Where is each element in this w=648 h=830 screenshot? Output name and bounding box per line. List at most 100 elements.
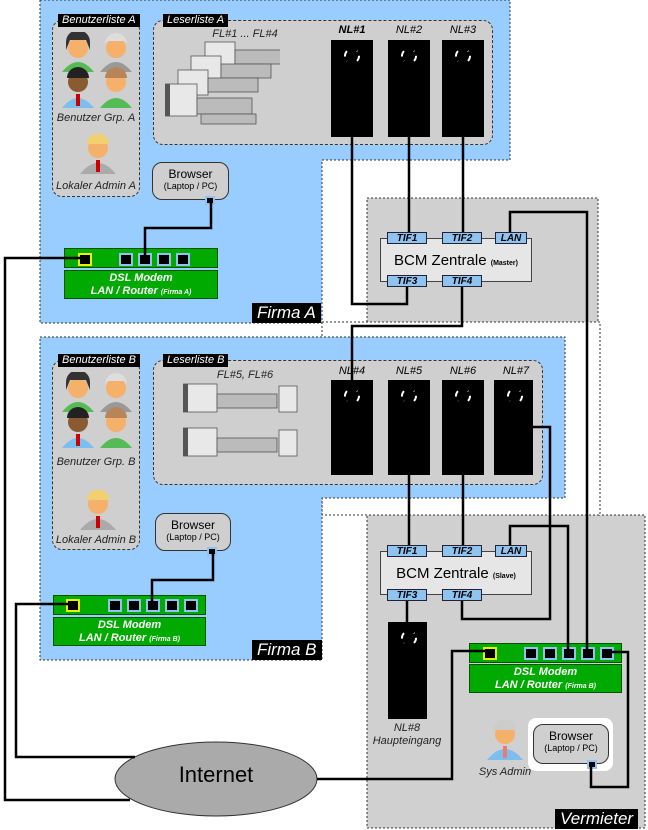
- user-group-a-icon: [62, 32, 132, 108]
- browser-v[interactable]: Browser (Laptop / PC): [533, 724, 609, 764]
- browser-a-port: [205, 196, 215, 205]
- reader-nl6-device: [442, 380, 484, 475]
- modem-b-lan-port: [127, 599, 141, 612]
- reader-symbol-icon: [455, 388, 471, 404]
- reader-nl1-device: [331, 40, 373, 137]
- zone-label-firma-a: Firma A: [252, 303, 321, 323]
- modem-b-wan-port: [66, 599, 80, 612]
- modem-a-lan-port: [119, 253, 133, 266]
- reader-symbol-icon: [401, 48, 417, 64]
- user-group-b-label: Benutzer Grp. B: [56, 456, 136, 468]
- modem-v-lan-port: [524, 647, 538, 660]
- bcm-master-tif2: TIF2: [442, 232, 482, 244]
- modem-b-line1: DSL Modem: [97, 619, 162, 631]
- zone-label-vermieter: Vermieter: [555, 809, 639, 829]
- bcm-slave-title: BCM Zentrale: [396, 565, 489, 582]
- bcm-master-lan: LAN: [495, 232, 527, 244]
- reader-nl7-label: NL#7: [502, 365, 530, 377]
- bcm-master-tif3: TIF3: [387, 275, 427, 287]
- reader-list-b-tag: Leserliste B: [163, 354, 229, 367]
- modem-a-lan-port: [138, 253, 152, 266]
- modem-v-lan-port: [562, 647, 576, 660]
- modem-b-lan-port: [165, 599, 179, 612]
- reader-symbol-icon: [344, 388, 360, 404]
- modem-b: DSL Modem LAN / Router (Firma B): [53, 617, 206, 646]
- browser-a-sub: (Laptop / PC): [163, 181, 218, 191]
- reader-nl4-device: [331, 380, 373, 475]
- modem-v-lan-port: [543, 647, 557, 660]
- reader-symbol-icon: [401, 388, 417, 404]
- bcm-slave-tif2: TIF2: [442, 545, 482, 557]
- reader-symbol-icon: [507, 388, 523, 404]
- zone-label-firma-b: Firma B: [252, 640, 322, 660]
- bcm-slave-tif4: TIF4: [442, 589, 482, 601]
- modem-v-line2: LAN / Router: [494, 679, 563, 691]
- bcm-master-tif1: TIF1: [387, 232, 427, 244]
- reader-nl4-label: NL#4: [338, 365, 366, 377]
- bcm-slave-role: (Slave): [492, 573, 516, 580]
- browser-v-port: [587, 760, 597, 769]
- reader-nl2-label: NL#2: [395, 24, 423, 36]
- user-group-b-icon: [62, 372, 132, 448]
- modem-b-lan-port: [146, 599, 160, 612]
- browser-b-sub: (Laptop / PC): [166, 532, 220, 542]
- bcm-master-title: BCM Zentrale: [394, 252, 487, 269]
- bcm-master-tif4: TIF4: [442, 275, 482, 287]
- modem-a-wan-port: [78, 253, 92, 266]
- reader-symbol-icon: [455, 48, 471, 64]
- reader-nl5-device: [388, 380, 430, 475]
- reader-list-a-tag: Leserliste A: [163, 14, 229, 27]
- bcm-slave-tif1: TIF1: [387, 545, 427, 557]
- local-admin-a-label: Lokaler Admin A: [56, 180, 136, 192]
- reader-nl8-name: Haupteingang: [372, 735, 442, 747]
- browser-b-title: Browser: [170, 518, 215, 532]
- browser-b-port: [207, 547, 217, 556]
- reader-symbol-icon: [401, 630, 417, 646]
- modem-v-line1: DSL Modem: [513, 666, 578, 678]
- bcm-slave-lan: LAN: [495, 545, 527, 557]
- local-admin-a-icon: [80, 134, 116, 174]
- modem-v-wan-port: [483, 647, 497, 660]
- reader-nl6-label: NL#6: [449, 365, 477, 377]
- reader-nl7-device: [494, 380, 533, 475]
- modem-b-sub: (Firma B): [149, 636, 181, 643]
- modem-a-line1: DSL Modem: [109, 272, 173, 284]
- bcm-slave-tif3: TIF3: [387, 589, 427, 601]
- modem-v-sub: (Firma B): [565, 683, 597, 690]
- modem-v: DSL Modem LAN / Router (Firma B): [469, 664, 622, 693]
- reader-nl3-label: NL#3: [449, 24, 477, 36]
- browser-a-title: Browser: [168, 167, 213, 181]
- locks-b-label: FL#5, FL#6: [216, 369, 274, 381]
- modem-v-lan-port: [581, 647, 595, 660]
- user-group-a-label: Benutzer Grp. A: [56, 112, 136, 124]
- user-list-b-tag: Benutzerliste B: [58, 354, 140, 367]
- modem-a-lan-port: [176, 253, 190, 266]
- local-admin-b-label: Lokaler Admin B: [55, 534, 137, 546]
- modem-b-lan-port: [184, 599, 198, 612]
- modem-v-lan-port: [600, 647, 614, 660]
- browser-b[interactable]: Browser (Laptop / PC): [155, 513, 231, 551]
- door-locks-a-icon: [165, 41, 280, 125]
- reader-nl2-device: [388, 40, 430, 137]
- modem-b-line2: LAN / Router: [78, 632, 147, 644]
- reader-symbol-icon: [344, 48, 360, 64]
- local-admin-b-icon: [80, 490, 116, 530]
- browser-v-sub: (Laptop / PC): [544, 743, 598, 753]
- reader-nl8-id: NL#8: [393, 722, 421, 734]
- reader-nl3-device: [442, 40, 484, 137]
- modem-a-sub: (Firma A): [160, 289, 192, 296]
- modem-a-line2: LAN / Router: [90, 285, 158, 297]
- sys-admin-icon: [487, 720, 523, 760]
- modem-a: DSL Modem LAN / Router (Firma A): [64, 270, 218, 299]
- modem-b-lan-port: [108, 599, 122, 612]
- reader-nl8-device: [388, 622, 427, 719]
- bcm-master-role: (Master): [490, 260, 518, 267]
- modem-a-lan-port: [157, 253, 171, 266]
- sys-admin-label: Sys Admin: [478, 766, 532, 778]
- browser-a[interactable]: Browser (Laptop / PC): [152, 162, 229, 200]
- reader-nl5-label: NL#5: [395, 365, 423, 377]
- browser-v-title: Browser: [548, 729, 593, 743]
- door-locks-b-icon: [183, 383, 298, 457]
- locks-a-label: FL#1 ... FL#4: [212, 28, 278, 40]
- internet-label: Internet: [178, 762, 254, 787]
